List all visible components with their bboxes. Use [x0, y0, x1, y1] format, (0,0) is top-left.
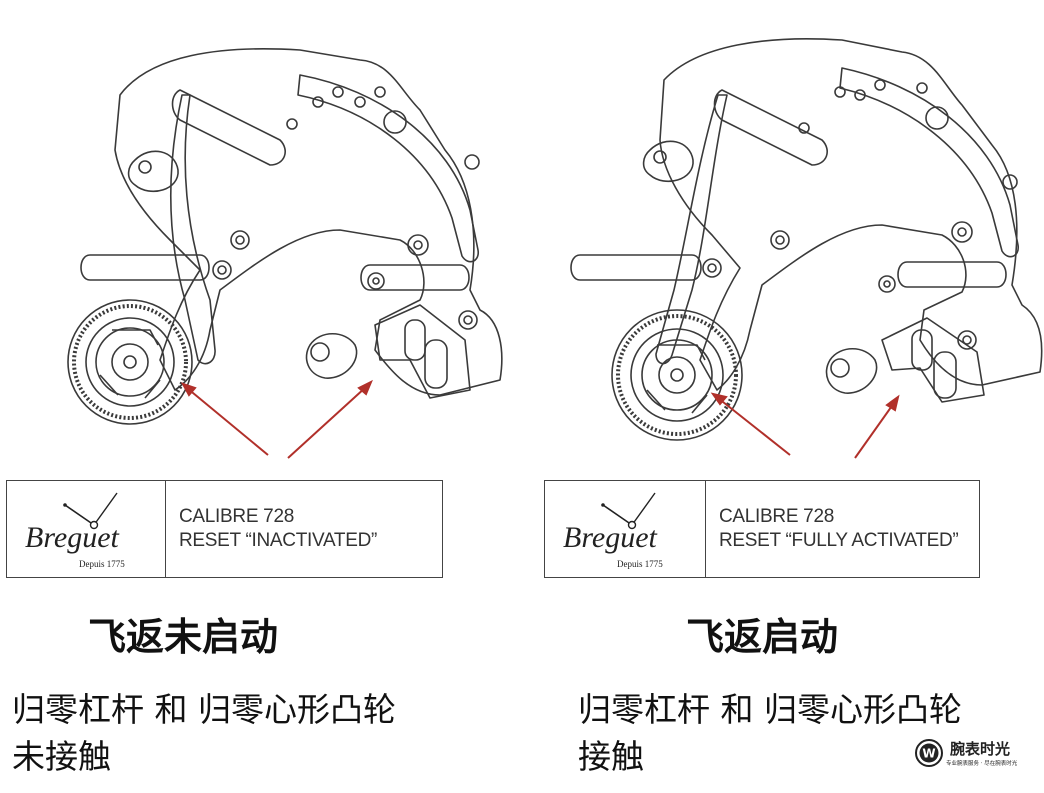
reset-block — [374, 304, 471, 399]
description-line-2: 未接触 — [12, 737, 111, 776]
watch-hands-icon — [601, 492, 656, 530]
watermark-subtitle: 专业腕表服务 · 尽在腕表时光 — [946, 761, 1018, 767]
breguet-logo: Breguet Depuis 1775 — [7, 481, 166, 577]
slot-bar — [80, 254, 210, 281]
reset-block — [881, 317, 985, 403]
upper-lever — [171, 89, 286, 166]
movement-diagram-activated — [570, 38, 1043, 459]
svg-text:W: W — [922, 747, 935, 761]
calibre-label-inactivated: Breguet Depuis 1775 CALIBRE 728 RESET “I… — [6, 480, 443, 578]
hammer-arm — [655, 94, 728, 365]
main-plate — [659, 38, 1043, 391]
calibre-label-activated: Breguet Depuis 1775 CALIBRE 728 RESET “F… — [544, 480, 980, 578]
small-cam — [127, 150, 179, 193]
description-inactivated: 归零杠杆 和 归零心形凸轮 未接触 — [12, 686, 512, 780]
brand-name: Breguet — [563, 521, 657, 554]
curved-lever — [297, 74, 479, 263]
label-text: CALIBRE 728 RESET “INACTIVATED” — [165, 481, 442, 577]
heart-cam — [305, 332, 358, 379]
calibre-name: CALIBRE 728 — [719, 506, 834, 527]
reset-state: RESET “FULLY ACTIVATED” — [719, 530, 959, 551]
brand-subtitle: Depuis 1775 — [79, 559, 125, 569]
description-line-1: 归零杠杆 和 归零心形凸轮 — [12, 690, 396, 729]
brand-subtitle: Depuis 1775 — [617, 559, 663, 569]
movement-diagram-inactivated — [67, 48, 503, 459]
label-text: CALIBRE 728 RESET “FULLY ACTIVATED” — [705, 481, 979, 577]
heart-cam — [825, 347, 878, 394]
watermark-title: 腕表时光 — [950, 740, 1011, 758]
brand-name: Breguet — [25, 521, 119, 554]
heading-inactivated: 飞返未启动 — [88, 615, 279, 659]
small-cam — [642, 140, 694, 183]
column-wheel — [611, 309, 743, 441]
watermark-logo-icon: W — [915, 739, 943, 767]
calibre-name: CALIBRE 728 — [179, 506, 294, 527]
description-line-2: 接触 — [578, 737, 644, 776]
description-activated: 归零杠杆 和 归零心形凸轮 接触 — [578, 686, 1018, 780]
heading-activated: 飞返启动 — [686, 615, 839, 659]
reset-state: RESET “INACTIVATED” — [179, 530, 378, 551]
hammer-arm — [170, 94, 216, 365]
column-wheel — [67, 299, 193, 425]
curved-lever — [839, 67, 1019, 258]
breguet-logo: Breguet Depuis 1775 — [545, 481, 706, 577]
watch-hands-icon — [63, 492, 118, 530]
upper-lever — [713, 89, 828, 166]
description-line-1: 归零杠杆 和 归零心形凸轮 — [578, 690, 962, 729]
slot-bar — [570, 254, 702, 281]
